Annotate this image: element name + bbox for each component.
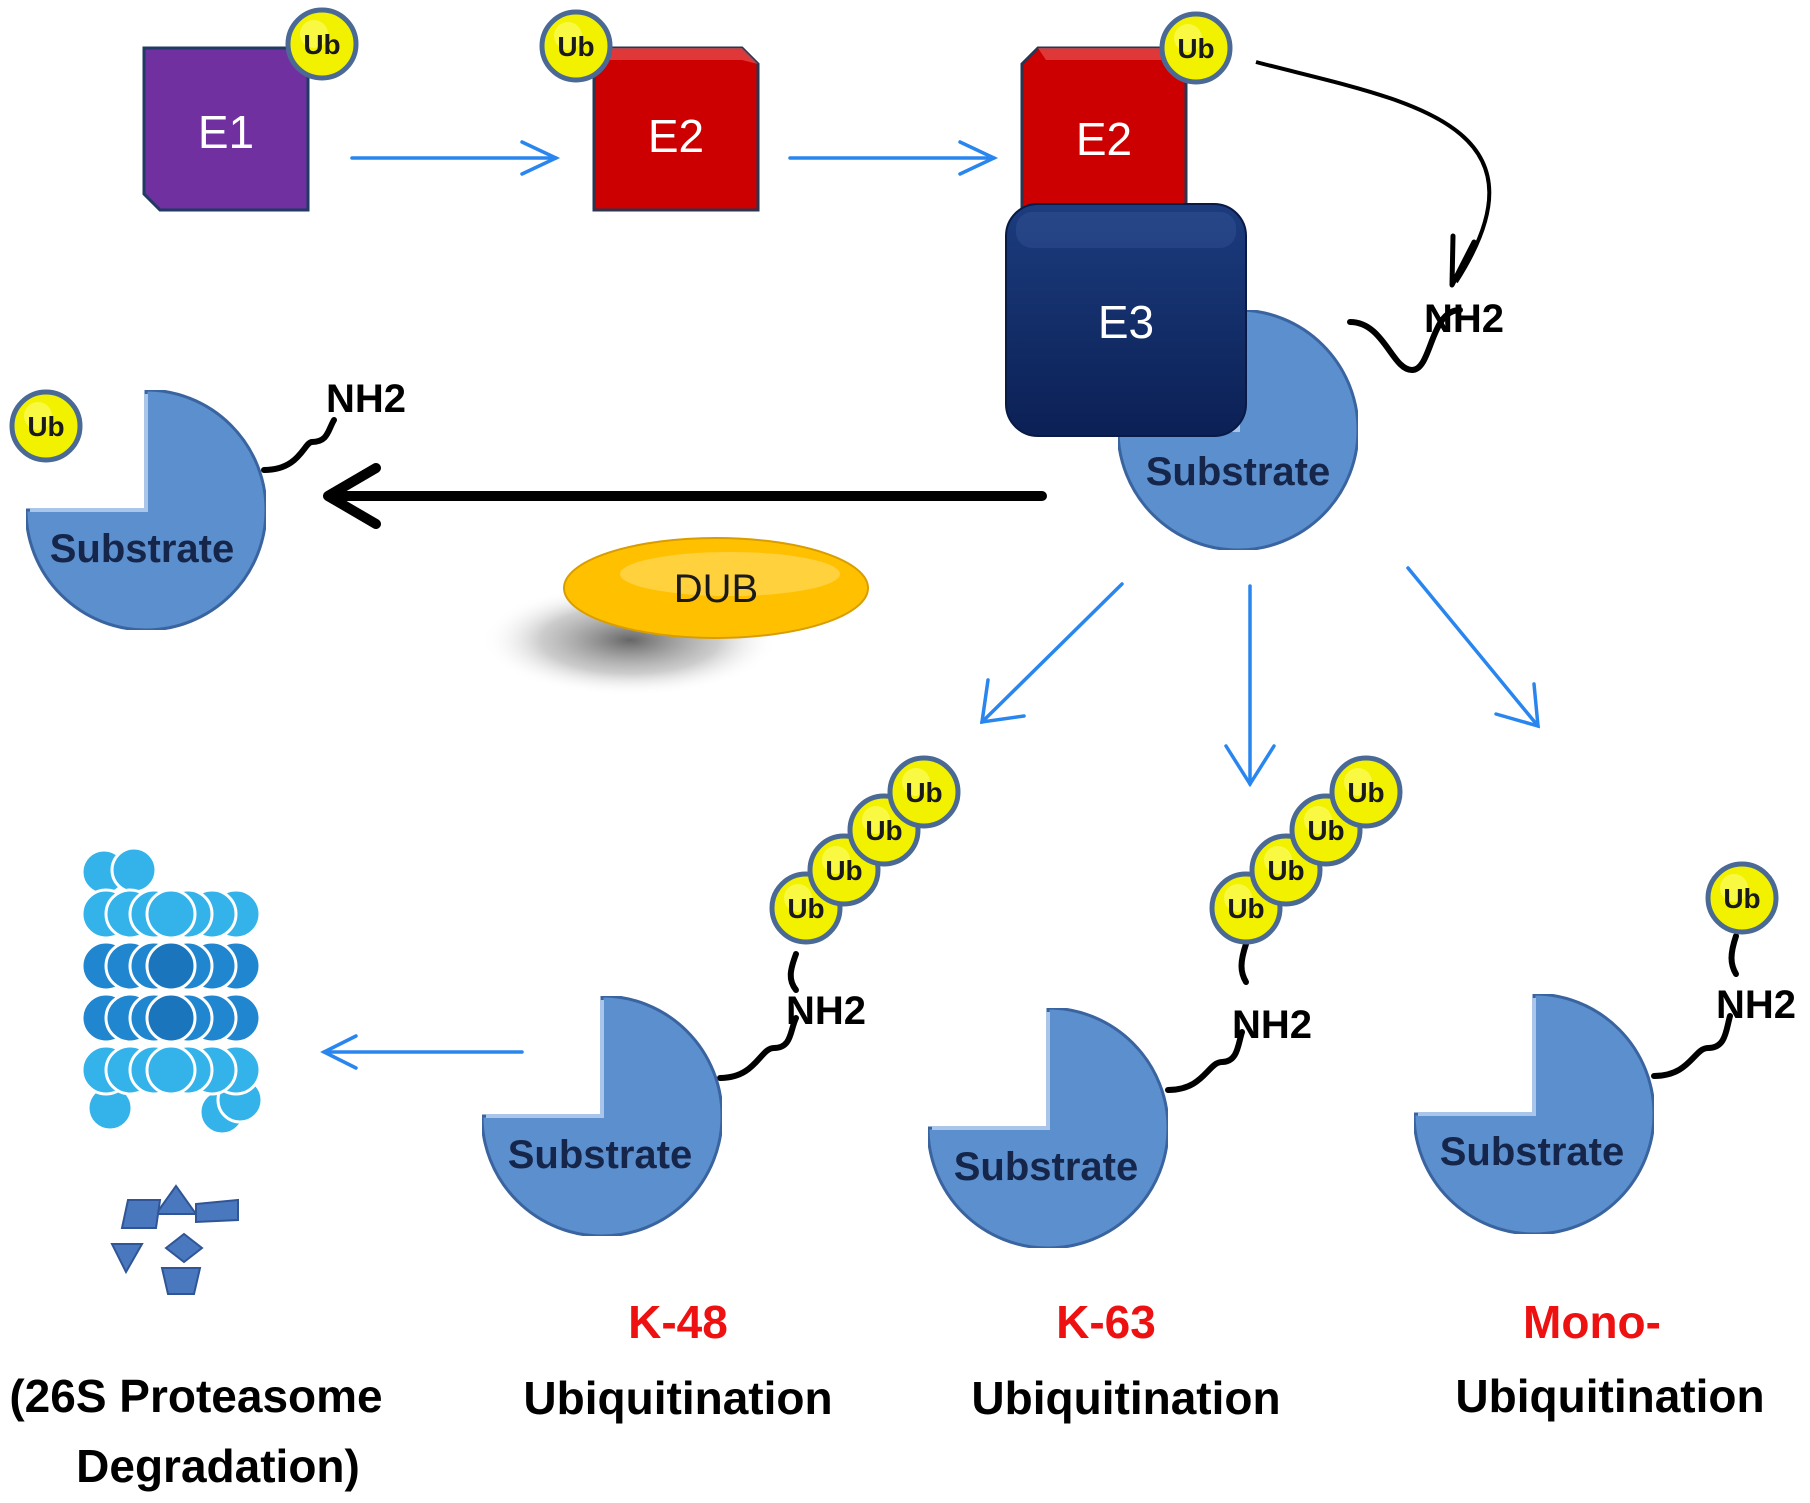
e2-enzyme-second: E2 [1020,46,1188,210]
e2-label-second: E2 [1076,113,1132,165]
ub-on-e2-first: Ub [542,12,610,80]
ub-transfer-arrow [1255,60,1492,288]
svg-text:Ub: Ub [1723,883,1760,914]
arrow-to-mono [1406,566,1540,729]
proteasome-ring-2 [80,940,262,992]
e1-enzyme: E1 [142,46,310,212]
svg-text:Substrate: Substrate [954,1145,1139,1189]
mono-ub: Ub [1708,864,1776,932]
svg-text:Ub: Ub [1307,815,1344,846]
caption-k63-ubiquitination: Ubiquitination [971,1372,1280,1424]
svg-text:Ub: Ub [905,777,942,808]
substrate-k48: Substrate [482,951,799,1236]
proteasome-ring-1 [80,888,262,940]
substrate-mono: Substrate [1414,933,1739,1234]
caption-proteasome-line1: (26S Proteasome [9,1370,382,1422]
caption-k63-type: K-63 [1056,1296,1156,1348]
nh2-mono: NH2 [1716,983,1796,1027]
svg-text:Ub: Ub [825,855,862,886]
arrow-e1-to-e2 [350,140,561,176]
caption-proteasome-line2: Degradation) [76,1440,360,1492]
nh2-k48: NH2 [786,989,866,1033]
caption-k48-ubiquitination: Ubiquitination [523,1372,832,1424]
svg-text:Ub: Ub [1267,855,1304,886]
svg-text:Ub: Ub [1347,777,1384,808]
arrow-to-k63 [1224,584,1276,788]
svg-text:Substrate: Substrate [508,1133,693,1177]
e2-enzyme-first: E2 [592,46,760,212]
proteasome-icon [80,846,264,1136]
svg-text:Substrate: Substrate [50,527,235,571]
arrow-e2-to-e2e3 [788,140,999,176]
svg-text:Ub: Ub [557,31,594,62]
nh2-k63: NH2 [1232,1003,1312,1047]
polyub-chain-k63: Ub Ub Ub Ub [1212,758,1400,942]
substrate-upper: Substrate [1118,307,1463,550]
caption-k48-type: K-48 [628,1296,728,1348]
svg-text:Ub: Ub [27,411,64,442]
arrow-to-k48 [979,582,1124,725]
svg-text:Ub: Ub [1177,33,1214,64]
e1-label: E1 [198,106,254,158]
svg-text:Ub: Ub [865,815,902,846]
arrow-to-proteasome [320,1034,524,1070]
dub-label: DUB [674,567,758,611]
free-ub: Ub [12,392,80,460]
proteasome-ring-3 [80,992,262,1044]
e3-label: E3 [1098,296,1154,348]
caption-mono-ubiquitination: Ubiquitination [1455,1370,1764,1422]
substrate-left: Substrate [26,390,337,630]
svg-text:Substrate: Substrate [1146,450,1331,494]
peptide-fragments-icon [110,1184,239,1295]
ub-on-e1: Ub [288,10,356,78]
svg-text:Substrate: Substrate [1440,1130,1625,1174]
e2-label-first: E2 [648,110,704,162]
e3-ligase: E3 [1005,203,1247,437]
dub-enzyme: DUB [482,537,869,696]
svg-text:Ub: Ub [303,29,340,60]
svg-text:Ub: Ub [787,893,824,924]
caption-mono-type: Mono- [1523,1296,1661,1348]
proteasome-ring-4 [80,1044,262,1096]
polyub-chain-k48: Ub Ub Ub Ub [772,758,958,942]
substrate-k63: Substrate [928,941,1249,1248]
nh2-upper: NH2 [1424,297,1504,341]
ub-on-e2-second: Ub [1162,14,1230,82]
svg-text:Ub: Ub [1227,893,1264,924]
nh2-left: NH2 [326,377,406,421]
deubiquitination-arrow [323,463,1047,529]
